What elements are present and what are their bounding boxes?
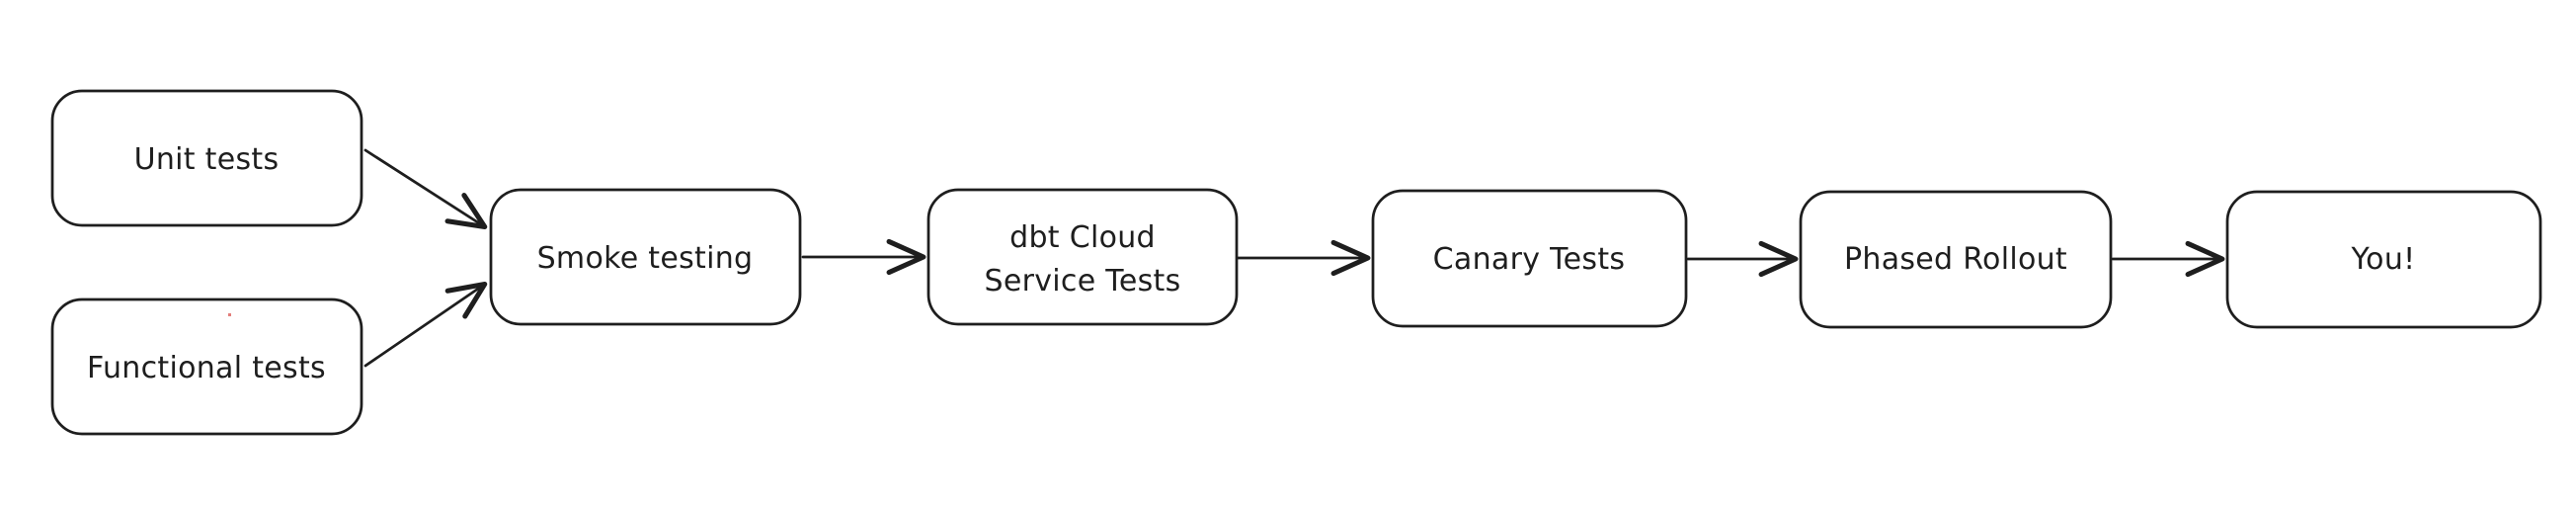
node-unit-tests-box xyxy=(50,89,363,227)
node-functional-tests-box xyxy=(50,298,363,436)
edges xyxy=(363,148,2225,368)
node-phased-rollout: Phased Rollout xyxy=(1799,190,2113,329)
node-dbt-cloud-service-tests: dbt Cloud Service Tests xyxy=(926,188,1239,326)
node-canary-tests-label: Canary Tests xyxy=(1433,242,1626,277)
node-canary-tests: Canary Tests xyxy=(1371,189,1688,328)
edge-functional-tests-to-smoke-testing-arrow xyxy=(363,281,488,368)
node-you-label: You! xyxy=(2351,242,2416,277)
edge-unit-tests-to-smoke-testing-arrow xyxy=(363,148,488,230)
node-smoke-testing-box xyxy=(489,188,802,326)
node-you: You! xyxy=(2225,190,2542,329)
node-smoke-testing-label: Smoke testing xyxy=(537,241,754,276)
node-smoke-testing: Smoke testing xyxy=(489,188,802,326)
node-you-box xyxy=(2225,190,2542,329)
node-unit-tests-label: Unit tests xyxy=(134,142,280,177)
node-functional-tests-label: Functional tests xyxy=(87,351,326,385)
stray-red-dot xyxy=(228,313,231,316)
node-functional-tests: Functional tests xyxy=(50,298,363,436)
node-unit-tests: Unit tests xyxy=(50,89,363,227)
node-canary-tests-box xyxy=(1371,189,1688,328)
node-dbt-cloud-service-tests-box xyxy=(926,188,1239,326)
node-dbt-cloud-service-tests-label-line1: dbt Cloud xyxy=(1009,220,1156,255)
node-phased-rollout-label: Phased Rollout xyxy=(1844,242,2067,277)
node-phased-rollout-box xyxy=(1799,190,2113,329)
node-dbt-cloud-service-tests-label-line2: Service Tests xyxy=(984,264,1180,298)
